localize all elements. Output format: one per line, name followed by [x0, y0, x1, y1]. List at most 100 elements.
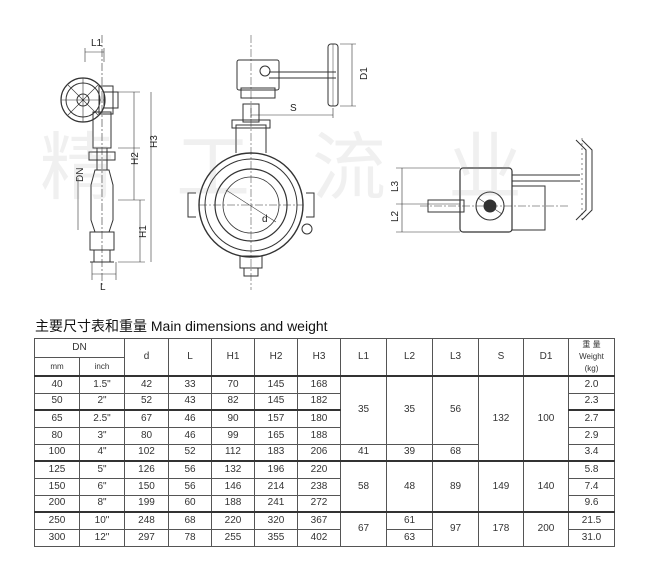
cell-inch: 2.5" [78, 409, 126, 428]
cell-inch: 2" [78, 392, 126, 411]
cell-H3: 367 [297, 511, 342, 530]
cell-H2: 145 [254, 375, 299, 394]
dimension-table: DN d L H1 H2 H3 L1 L2 L3 S D1 重 量 Weight… [33, 337, 616, 547]
label-L2: L2 [390, 210, 401, 222]
valve-dimension-drawing: L1 H2 H3 H1 L DN S D1 d L3 L2 [60, 35, 593, 293]
cell-L: 43 [168, 392, 213, 411]
cell-inch: 10" [78, 511, 126, 530]
header-L2: L2 [386, 338, 434, 377]
cell-H2: 183 [254, 443, 299, 462]
cell-H1: 188 [211, 494, 256, 513]
cell-mm: 65 [34, 409, 80, 428]
cell-mm: 50 [34, 392, 80, 411]
table-title: 主要尺寸表和重量 Main dimensions and weight [35, 318, 328, 334]
cell-mm: 80 [34, 426, 80, 445]
table-row: 200 8" 199 60 188 241 272 9.6 [34, 494, 616, 513]
cell-weight: 3.4 [568, 443, 616, 462]
valve-front-view [187, 35, 356, 290]
table-row: 125 5" 126 56 132 196 220 58 48 89 149 1… [34, 460, 616, 513]
cell-H3: 182 [297, 392, 342, 411]
cell-H1: 112 [211, 443, 256, 462]
table-row: 50 2" 52 43 82 145 182 2.3 [34, 392, 616, 411]
cell-H3: 272 [297, 494, 342, 513]
cell-D1: 140 [523, 460, 570, 513]
cell-H3: 220 [297, 460, 342, 479]
label-L: L [100, 282, 106, 293]
cell-L2: 63 [386, 528, 434, 547]
cell-d: 102 [124, 443, 170, 462]
cell-H1: 255 [211, 528, 256, 547]
cell-L: 46 [168, 409, 213, 428]
header-L: L [168, 338, 213, 377]
cell-d: 150 [124, 477, 170, 496]
label-d: d [262, 214, 268, 225]
cell-L1: 35 [340, 375, 388, 445]
cell-H1: 99 [211, 426, 256, 445]
cell-H3: 402 [297, 528, 342, 547]
cell-L: 33 [168, 375, 213, 394]
cell-H3: 180 [297, 409, 342, 428]
header-L1: L1 [340, 338, 388, 377]
header-H1: H1 [211, 338, 256, 377]
cell-d: 297 [124, 528, 170, 547]
cell-L3: 68 [432, 443, 480, 462]
header-weight-en: Weight [579, 352, 604, 361]
cell-S: 132 [478, 375, 525, 462]
cell-L3: 56 [432, 375, 480, 445]
header-L3: L3 [432, 338, 480, 377]
label-L3: L3 [390, 180, 401, 192]
table-row: 250 10" 248 68 220 320 367 67 61 97 178 … [34, 511, 616, 547]
cell-mm: 200 [34, 494, 80, 513]
header-dn: DN [33, 337, 126, 359]
cell-inch: 3" [78, 426, 126, 445]
cell-d: 52 [124, 392, 170, 411]
cell-weight: 2.3 [568, 392, 616, 411]
cell-weight: 9.6 [568, 494, 616, 513]
label-D1: D1 [359, 67, 370, 80]
cell-weight: 31.0 [568, 528, 616, 547]
cell-mm: 300 [34, 528, 80, 547]
cell-L: 60 [168, 494, 213, 513]
cell-H1: 132 [211, 460, 256, 479]
cell-H1: 82 [211, 392, 256, 411]
cell-H2: 145 [254, 392, 299, 411]
cell-L2: 48 [386, 460, 434, 513]
header-d: d [124, 338, 170, 377]
header-weight-unit: (kg) [584, 364, 599, 373]
cell-L2: 39 [386, 443, 434, 462]
header-mm: mm [34, 357, 80, 377]
cell-H3: 188 [297, 426, 342, 445]
table-row: 300 12" 297 78 255 355 402 63 31.0 [34, 528, 616, 547]
cell-mm: 40 [34, 375, 80, 394]
cell-H1: 70 [211, 375, 256, 394]
cell-H2: 157 [254, 409, 299, 428]
cell-H2: 196 [254, 460, 299, 479]
cell-H3: 238 [297, 477, 342, 496]
cell-mm: 125 [34, 460, 80, 479]
cell-d: 67 [124, 409, 170, 428]
header-D1: D1 [523, 338, 570, 377]
cell-H3: 168 [297, 375, 342, 394]
cell-L: 46 [168, 426, 213, 445]
cell-weight: 2.0 [568, 375, 616, 394]
table-row: 150 6" 150 56 146 214 238 7.4 [34, 477, 616, 496]
valve-side-view [60, 35, 152, 285]
label-L1: L1 [91, 38, 103, 49]
label-S: S [290, 103, 297, 114]
label-H3: H3 [149, 135, 160, 148]
cell-L1: 58 [340, 460, 388, 513]
cell-d: 42 [124, 375, 170, 394]
cell-d: 248 [124, 511, 170, 530]
cell-inch: 1.5" [78, 375, 126, 394]
cell-weight: 2.7 [568, 409, 616, 428]
cell-L3: 97 [432, 511, 480, 547]
cell-H1: 220 [211, 511, 256, 530]
table-row: 65 2.5" 67 46 90 157 180 2.7 [34, 409, 616, 428]
cell-inch: 8" [78, 494, 126, 513]
cell-L2: 35 [386, 375, 434, 445]
cell-D1: 100 [523, 375, 570, 462]
cell-L: 56 [168, 460, 213, 479]
cell-L: 56 [168, 477, 213, 496]
cell-inch: 12" [78, 528, 126, 547]
cell-d: 126 [124, 460, 170, 479]
